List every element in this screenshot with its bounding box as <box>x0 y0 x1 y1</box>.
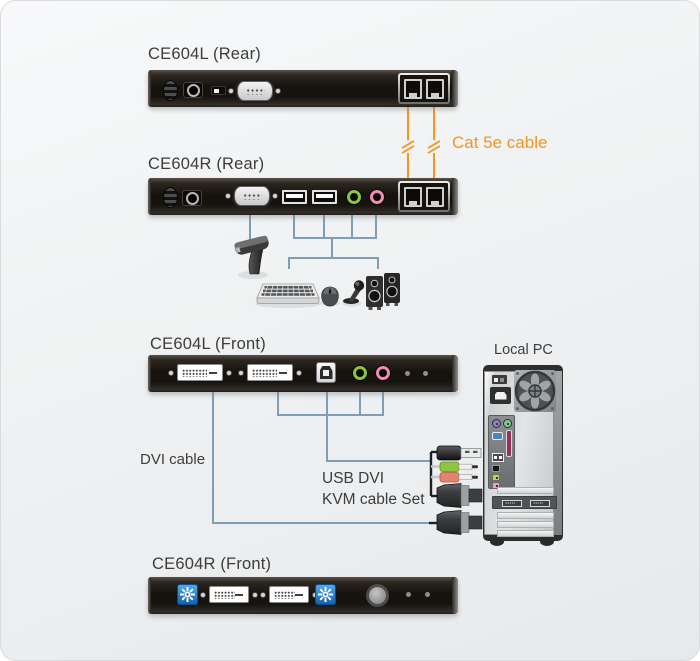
gpu-dvi-port <box>530 499 550 507</box>
kvm-cable-set-label-line1: USB DVI <box>322 470 385 487</box>
dvi-connector <box>209 586 249 603</box>
usb-ports <box>492 453 504 462</box>
device-title-ce604r-front: CE604R (Front) <box>152 555 272 573</box>
push-button <box>366 584 389 607</box>
audio-jack-green <box>347 190 361 204</box>
audio-jack-pink <box>370 190 384 204</box>
config-switch <box>211 86 226 95</box>
rj45-jack <box>404 186 422 207</box>
device-ce604l-rear <box>148 70 458 107</box>
parallel-port <box>506 430 512 457</box>
db9-screw <box>225 193 231 199</box>
device-ce604r-front <box>148 577 458 614</box>
pc-io-panel <box>488 415 515 489</box>
led <box>406 592 411 597</box>
expansion-slot <box>497 487 554 494</box>
dc-power-jack <box>183 82 203 98</box>
rj45-jack <box>404 78 422 99</box>
local-pc-label: Local PC <box>494 342 553 358</box>
db9-screw <box>275 88 281 94</box>
device-ce604r-rear <box>148 178 458 215</box>
db9-screw <box>272 193 278 199</box>
ps2-keyboard-port <box>492 419 501 428</box>
db9-screw <box>228 88 234 94</box>
audio-jack-green <box>353 366 367 380</box>
rs232-db9-port <box>234 186 270 206</box>
usb-a-port-2 <box>312 190 337 204</box>
dvi-screw <box>168 369 174 376</box>
vga-port <box>492 432 503 440</box>
dvi-screw <box>260 591 266 598</box>
dvi-cable-label: DVI cable <box>140 451 206 468</box>
device-title-ce604l-front: CE604L (Front) <box>150 335 266 353</box>
dvi-screw <box>252 591 258 598</box>
dvi-screw <box>200 591 206 598</box>
video-indicator-icon <box>177 584 198 605</box>
expansion-slot <box>497 530 554 537</box>
dvi-port-1 <box>200 586 258 603</box>
expansion-slot <box>497 512 554 519</box>
vent-grille <box>163 187 178 208</box>
local-pc-tower <box>483 365 563 546</box>
rj45-jack <box>426 78 444 99</box>
cat5e-cable-label: Cat 5e cable <box>452 133 548 152</box>
dvi-connector <box>247 364 293 381</box>
dvi-port-1 <box>168 364 232 381</box>
dvi-screw <box>226 369 232 376</box>
graphics-card-slot <box>492 496 557 509</box>
led <box>423 371 428 376</box>
dvi-screw <box>296 369 302 376</box>
fan-icon <box>514 370 556 412</box>
rs232-db9-port <box>237 81 273 101</box>
rj45-jack <box>426 186 444 207</box>
audio-out-port <box>492 474 500 481</box>
ethernet-port <box>492 465 500 472</box>
device-title-ce604r-rear: CE604R (Rear) <box>148 155 265 173</box>
kvm-cable-set-label-line2: KVM cable Set <box>322 491 425 508</box>
vent-grille <box>163 80 178 101</box>
dual-rj45-port <box>398 73 450 104</box>
video-indicator-icon <box>315 584 336 605</box>
pc-foot <box>540 537 554 546</box>
dc-power-jack <box>182 190 202 206</box>
pc-fan <box>514 370 556 412</box>
pc-side-face <box>554 371 562 535</box>
dvi-connector <box>269 586 309 603</box>
mic-in-port <box>492 482 500 489</box>
ps2-mouse-port <box>503 419 512 428</box>
dual-rj45-port <box>398 181 450 212</box>
usb-a-port-1 <box>282 190 307 204</box>
dvi-connector <box>177 364 223 381</box>
expansion-slot <box>497 521 554 528</box>
led <box>425 592 430 597</box>
dvi-port-2 <box>238 364 302 381</box>
pc-power-inlet <box>490 387 511 404</box>
device-title-ce604l-rear: CE604L (Rear) <box>148 45 261 63</box>
pc-power-switch <box>492 375 507 384</box>
gpu-dvi-port <box>502 499 522 507</box>
dvi-screw <box>238 369 244 376</box>
device-ce604l-front <box>148 355 458 392</box>
usb-b-port <box>316 362 336 383</box>
led <box>405 371 410 376</box>
audio-jack-pink <box>376 366 390 380</box>
dvi-port-2 <box>260 586 318 603</box>
pc-foot <box>490 537 504 546</box>
